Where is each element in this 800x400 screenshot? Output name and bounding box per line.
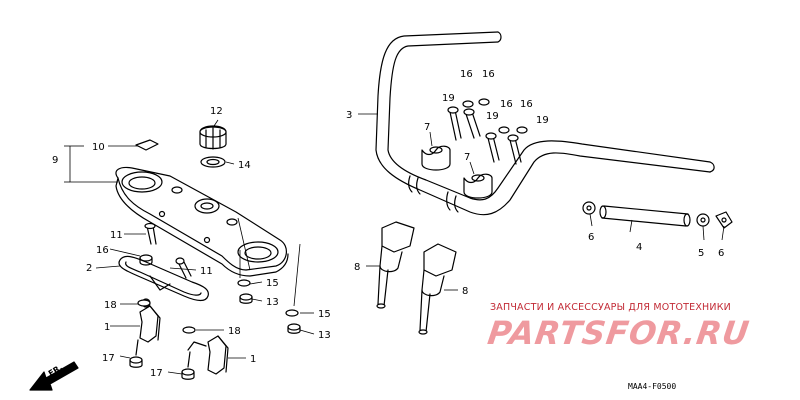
nut-15-part <box>237 279 251 287</box>
bolt-11b-part <box>175 257 192 279</box>
watermark: ЗАПЧАСТИ И АКСЕССУАРЫ ДЛЯ МОТОТЕХНИКИ PA… <box>485 302 780 362</box>
callout-16e: 16 <box>520 99 533 110</box>
callout-19b: 19 <box>486 111 499 122</box>
holder-nut-b-part <box>478 98 490 106</box>
holder-nut-a-part <box>462 100 474 108</box>
callout-8a: 8 <box>354 262 360 273</box>
bolt-11-part <box>139 222 157 266</box>
stem-washer-part <box>200 156 226 168</box>
bar-end-nut-part <box>696 213 710 227</box>
stem-cap-part <box>199 125 227 150</box>
callout-1a: 1 <box>104 322 110 333</box>
nut-15b-part <box>285 309 299 317</box>
holder-bolt-a-part <box>447 106 462 141</box>
washer-18-part <box>137 299 151 307</box>
watermark-subtitle: ЗАПЧАСТИ И АКСЕССУАРЫ ДЛЯ МОТОТЕХНИКИ <box>490 302 731 313</box>
callout-11b: 11 <box>200 266 213 277</box>
callout-15b: 15 <box>318 309 331 320</box>
callout-5: 5 <box>698 248 704 259</box>
lower-holder-right-part <box>418 243 457 335</box>
callout-13a: 13 <box>266 297 279 308</box>
callout-14: 14 <box>238 160 251 171</box>
front-arrow-icon <box>29 361 79 391</box>
wire-clamp-part <box>118 255 209 302</box>
upper-holder-left-part <box>421 145 451 171</box>
callout-18b: 18 <box>228 326 241 337</box>
callout-16a: 16 <box>96 245 109 256</box>
callout-19a: 19 <box>442 93 455 104</box>
callout-16d: 16 <box>500 99 513 110</box>
callout-17a: 17 <box>102 353 115 364</box>
callout-18a: 18 <box>104 300 117 311</box>
callout-7a: 7 <box>424 122 430 133</box>
diagram-code: MAA4-F0500 <box>628 382 677 391</box>
cable-clip-part <box>139 298 161 343</box>
callout-2: 2 <box>86 263 92 274</box>
callout-1b: 1 <box>250 354 256 365</box>
callout-8b: 8 <box>462 286 468 297</box>
callout-12: 12 <box>210 106 223 117</box>
watermark-logo: PARTSFOR.RU <box>485 314 753 352</box>
nut-13b-part <box>287 323 301 334</box>
callout-13b: 13 <box>318 330 331 341</box>
callout-17b: 17 <box>150 368 163 379</box>
callout-7b: 7 <box>464 152 470 163</box>
callout-6a: 6 <box>588 232 594 243</box>
callout-10: 10 <box>92 142 105 153</box>
callout-6b: 6 <box>718 248 724 259</box>
bar-end-weight-part <box>599 205 691 227</box>
callout-11a: 11 <box>110 230 123 241</box>
callout-19c: 19 <box>536 115 549 126</box>
upper-holder-right-part <box>463 173 493 199</box>
bolt-17b-part <box>181 351 195 380</box>
washer-18b-part <box>182 326 196 334</box>
callout-16b: 16 <box>460 69 473 80</box>
bolt-17-part <box>129 339 143 368</box>
holder-nut-c-part <box>498 126 510 134</box>
holder-bolt-c-part <box>485 132 500 163</box>
lower-holder-left-part <box>376 221 415 309</box>
nut-13-part <box>239 293 253 304</box>
holder-bolt-b-part <box>463 108 481 139</box>
bar-end-collar-left-part <box>582 201 596 215</box>
cable-clip-b-part <box>187 335 229 375</box>
bar-end-collar-right-part <box>715 211 733 229</box>
handlebar-part <box>375 31 715 216</box>
callout-4: 4 <box>636 242 642 253</box>
callout-15a: 15 <box>266 278 279 289</box>
holder-nut-d-part <box>516 126 528 134</box>
callout-3: 3 <box>346 110 352 121</box>
holder-bolt-d-part <box>507 134 522 165</box>
callout-16c: 16 <box>482 69 495 80</box>
badge-plate-part <box>135 139 159 151</box>
callout-9: 9 <box>52 155 58 166</box>
